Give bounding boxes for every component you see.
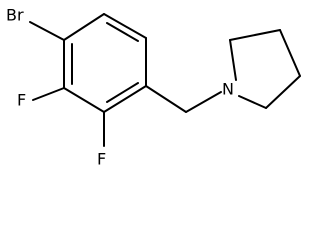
molecule-diagram: Br F F N <box>6 6 301 169</box>
pyrrolidine-bond <box>279 29 301 77</box>
atom-label-fluorine-upper: F <box>17 91 26 110</box>
ring-bond <box>103 13 147 39</box>
ring-bond <box>103 85 147 113</box>
ring-bond <box>63 87 105 113</box>
ch2-n-bond <box>185 91 222 113</box>
benzyl-bond <box>145 85 187 113</box>
ring-bond <box>63 13 105 41</box>
ring-double-bond <box>106 82 139 103</box>
atom-label-bromine: Br <box>6 6 24 25</box>
pyrrolidine-bond <box>265 75 301 109</box>
pyrrolidine-bond <box>229 39 237 81</box>
atom-label-nitrogen: N <box>222 80 234 99</box>
atom-label-fluorine-lower: F <box>97 150 106 169</box>
pyrrolidine-bond <box>238 95 267 109</box>
c-f-bond-upper <box>32 87 65 101</box>
pyrrolidine-bond <box>229 29 281 41</box>
ring-double-bond <box>106 22 139 42</box>
c-br-bond <box>29 21 65 41</box>
